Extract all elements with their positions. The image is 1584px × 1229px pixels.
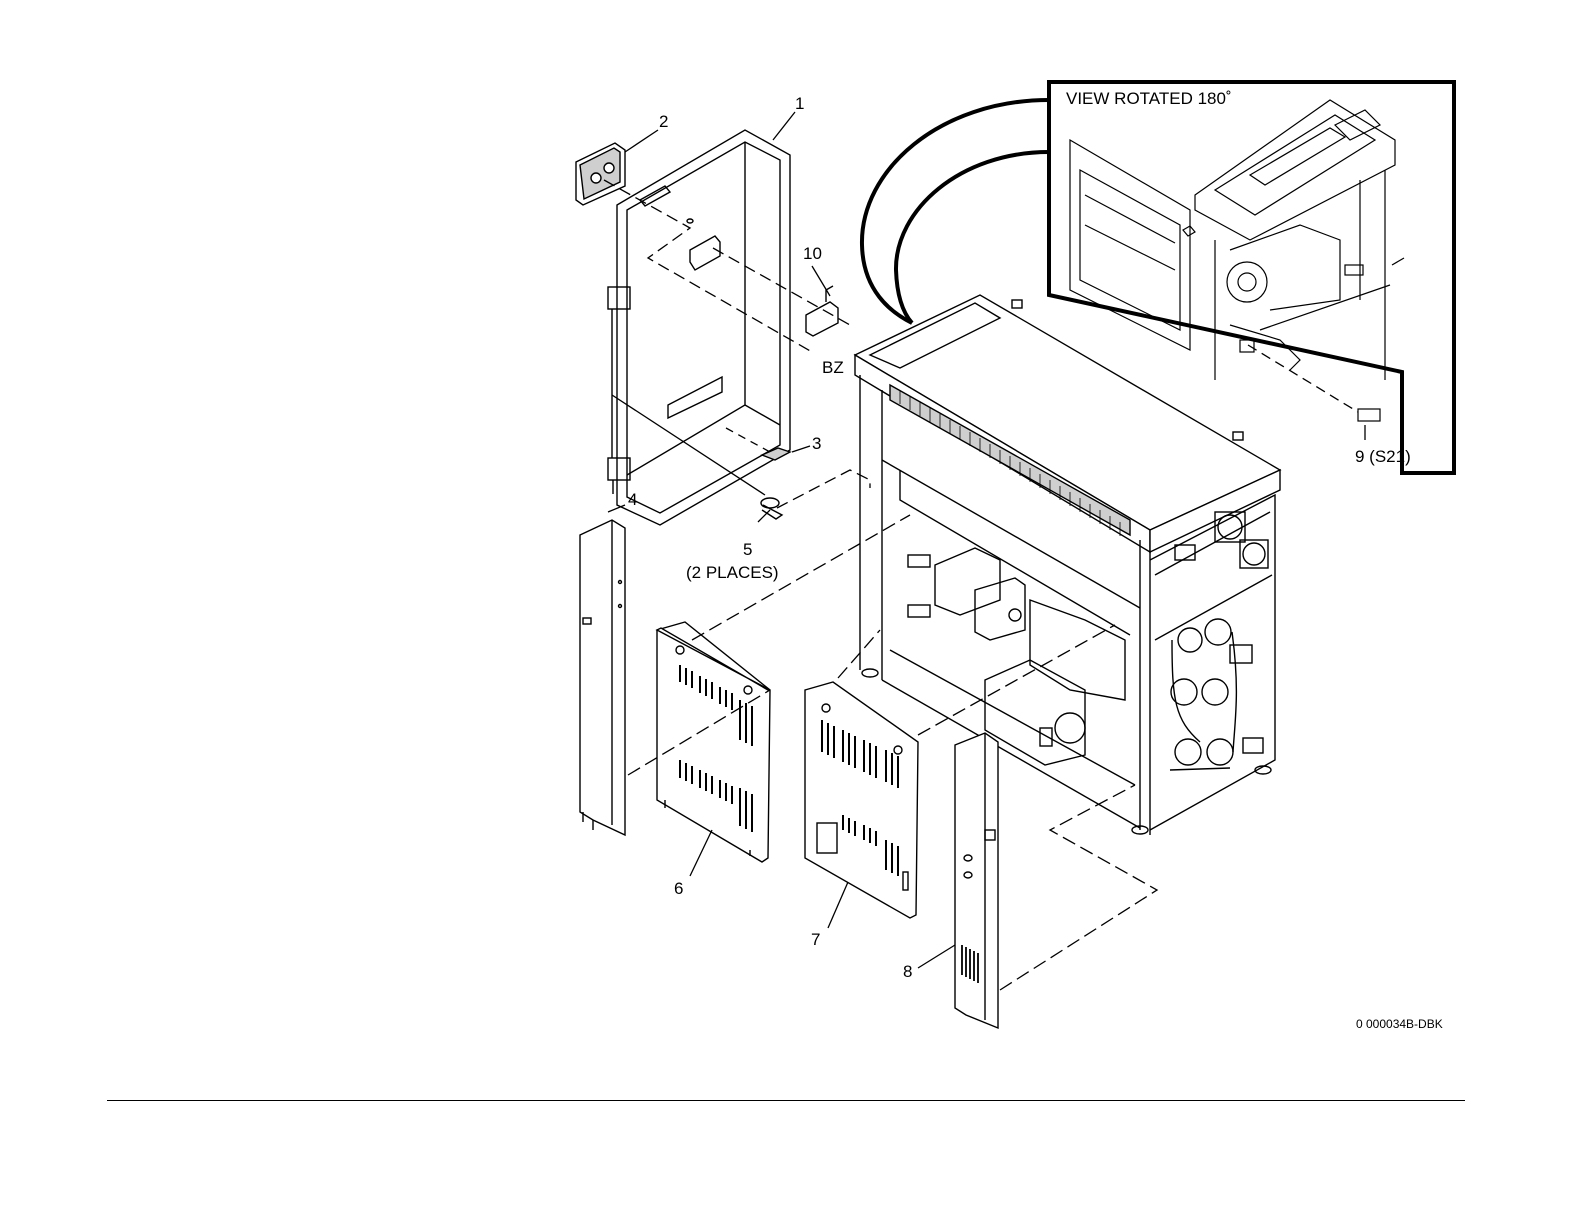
part-1-door	[608, 130, 790, 525]
callout-1: 1	[795, 94, 804, 113]
callout-7: 7	[811, 930, 820, 949]
part-4-side-strip	[580, 520, 625, 835]
callout-5-note: (2 PLACES)	[686, 563, 779, 582]
part-8-side-strip	[955, 733, 998, 1028]
callout-2: 2	[659, 112, 668, 131]
callout-4: 4	[628, 490, 637, 509]
part-10-bracket	[806, 286, 838, 336]
callout-3: 3	[812, 434, 821, 453]
callout-10: 10	[803, 244, 822, 263]
callout-9: 9 (S21)	[1355, 447, 1411, 466]
part-7-rear-panel	[805, 682, 918, 918]
footer-rule	[107, 1100, 1465, 1101]
callout-6: 6	[674, 879, 683, 898]
callout-5: 5	[743, 540, 752, 559]
part-6-rear-panel	[657, 622, 770, 862]
callout-8: 8	[903, 962, 912, 981]
figure-id: 0 000034B-DBK	[1356, 1017, 1443, 1031]
part-2-bracket	[576, 143, 625, 205]
inset-title: VIEW ROTATED 180˚	[1066, 89, 1232, 108]
main-machine	[855, 295, 1280, 835]
callout-bz: BZ	[822, 358, 844, 377]
